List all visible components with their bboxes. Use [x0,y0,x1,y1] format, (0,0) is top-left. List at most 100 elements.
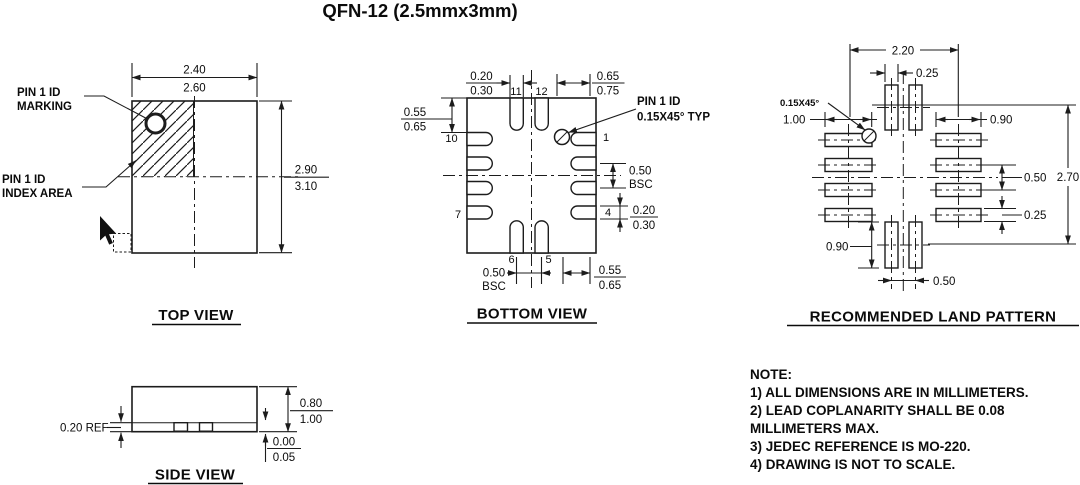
dim-tr-num: 0.65 [597,71,619,83]
pin1-marking-label-1: PIN 1 ID [17,87,60,99]
dim-br-num: 0.55 [599,265,621,277]
dim-top-height-den: 3.10 [295,181,317,193]
dim-top-width-den: 2.60 [183,83,205,95]
dim-side-standoff-num: 0.00 [273,437,295,449]
land-dim-pad-height-right: 0.25 [984,196,1046,234]
land-pattern: 0.15X45° 2.20 0.25 1.00 [780,44,1079,327]
side-view: 0.20 REF 0.80 1.00 0.00 0.05 SIDE VIEW [60,385,333,485]
pin-label-11: 11 [510,86,521,98]
notes-block: NOTE: 1) ALL DIMENSIONS ARE IN MILLIMETE… [750,367,1029,472]
side-view-pad-1 [173,422,189,432]
side-dim-lead-thickness: 0.20 REF [60,406,132,448]
pin-label-1: 1 [603,132,609,144]
pin1-index-label-1: PIN 1 ID [2,174,45,186]
pin1-index-label-2: INDEX AREA [2,188,73,200]
land-pattern-pin1-leader [827,102,866,131]
land-dim-pitch-bottom: 0.50 [878,276,955,288]
dim-right-pitch-unit: BSC [629,179,653,191]
dim-side-standoff-den: 0.05 [273,452,295,464]
top-view-package-outline [131,100,258,254]
dim-side-height-den: 1.00 [300,414,322,426]
note-line-2: 2) LEAD COPLANARITY SHALL BE 0.08 [750,403,1005,418]
land-dim-pad-length-bottom: 0.90 [826,221,879,269]
land-dim-pad-length-right: 0.90 [935,112,1012,127]
top-view-title: TOP VIEW [158,307,234,324]
pin1-index-hatch-area [132,101,194,177]
side-view-title: SIDE VIEW [155,467,236,484]
bottom-view-title: BOTTOM VIEW [477,306,588,323]
pin-label-7: 7 [455,209,461,221]
land-dim-width: 2.20 [849,44,959,117]
pin-label-5: 5 [545,254,551,266]
pin-label-12: 12 [535,86,547,98]
dim-top-width-num: 2.40 [183,65,205,77]
dim-right-lead-num: 0.20 [633,205,655,217]
dim-left-den: 0.65 [404,122,426,134]
dim-left-num: 0.55 [404,107,426,119]
side-dim-height: 0.80 1.00 [259,386,333,433]
pin-label-6: 6 [508,254,514,266]
note-line-4: 3) JEDEC REFERENCE IS MO-220. [750,439,971,454]
dim-land-pad-len-left: 1.00 [783,115,805,127]
bottom-view-dim-lead-width-right: 0.20 0.30 [600,193,658,232]
bottom-view-dim-lead-width-top: 0.20 0.30 [466,71,537,98]
land-dim-pitch-right: 0.50 [984,164,1046,191]
notes-heading: NOTE: [750,367,792,382]
top-view: 2.40 2.60 2.90 3.10 PIN 1 ID MARKING PIN… [2,63,329,326]
dim-land-pitch-bottom: 0.50 [933,276,955,288]
note-line-3: MILLIMETERS MAX. [750,421,879,436]
dim-right-pitch: 0.50 [629,166,651,178]
dim-side-lead: 0.20 REF [60,423,109,435]
land-pattern-chamfer-label: 0.15X45° [780,98,819,109]
land-dim-pad-width-top: 0.25 [870,64,938,82]
dim-land-height: 2.70 [1057,172,1079,184]
pin1-marking-leader [84,95,148,120]
dim-bottom-pitch-unit: BSC [482,281,506,293]
dim-tl-den: 0.30 [470,86,492,98]
land-pattern-pin1-slash [863,130,875,142]
bottom-view-pads [466,97,597,254]
side-dim-standoff: 0.00 0.05 [262,408,301,464]
pin1-id-marking-circle [144,112,167,135]
dim-land-pad-len-bottom: 0.90 [826,242,848,254]
note-line-1: 1) ALL DIMENSIONS ARE IN MILLIMETERS. [750,385,1029,400]
top-view-height-dimension: 2.90 3.10 [259,100,329,254]
dim-land-width: 2.20 [892,46,914,58]
land-pattern-title: RECOMMENDED LAND PATTERN [810,309,1057,326]
cursor-selection-box [113,233,132,253]
mouse-cursor [100,216,117,245]
dim-br-den: 0.65 [599,280,621,292]
dim-land-pitch-right: 0.50 [1024,173,1046,185]
bottom-view-dim-edge-left: 0.55 0.65 [401,97,467,134]
bottom-view-pin1-label-2: 0.15X45° TYP [637,112,710,124]
pin1-marking-label-2: MARKING [17,101,72,113]
dim-tl-num: 0.20 [470,71,492,83]
dim-top-height-num: 2.90 [295,165,317,177]
dim-land-pad-height-right: 0.25 [1024,210,1046,222]
land-dim-pad-length-left: 1.00 [783,112,877,127]
bottom-view: PIN 1 ID 0.15X45° TYP 11 12 10 1 7 4 6 5… [401,70,710,324]
bottom-view-dim-corner-top: 0.65 0.75 [556,71,625,98]
note-line-5: 4) DRAWING IS NOT TO SCALE. [750,457,955,472]
dim-bottom-pitch: 0.50 [483,268,505,280]
side-view-pad-2 [198,422,214,432]
dim-land-pad-len-right: 0.90 [990,115,1012,127]
bottom-view-pin1-chamfer-slash [556,131,568,143]
pin-label-4: 4 [605,207,611,219]
pin1-index-leader [82,160,137,188]
dim-land-pad-width-top: 0.25 [916,68,938,80]
bottom-view-dim-corner-bottom: 0.55 0.65 [562,257,626,292]
bottom-view-dim-pitch-bottom: 0.50 BSC [482,257,551,293]
bottom-view-pin1-label-1: PIN 1 ID [637,96,680,108]
land-pattern-centerlines [812,72,998,292]
dim-right-lead-den: 0.30 [633,220,655,232]
bottom-view-pin1-leader [568,108,637,134]
dim-tr-den: 0.75 [597,86,619,98]
bottom-view-dim-pitch-right: 0.50 BSC [600,162,653,191]
pin-label-10: 10 [445,133,457,145]
bottom-view-package-outline [466,97,597,254]
dim-side-height-num: 0.80 [300,398,322,410]
page-title: QFN-12 (2.5mmx3mm) [322,0,517,21]
side-view-body-outline [131,385,258,433]
